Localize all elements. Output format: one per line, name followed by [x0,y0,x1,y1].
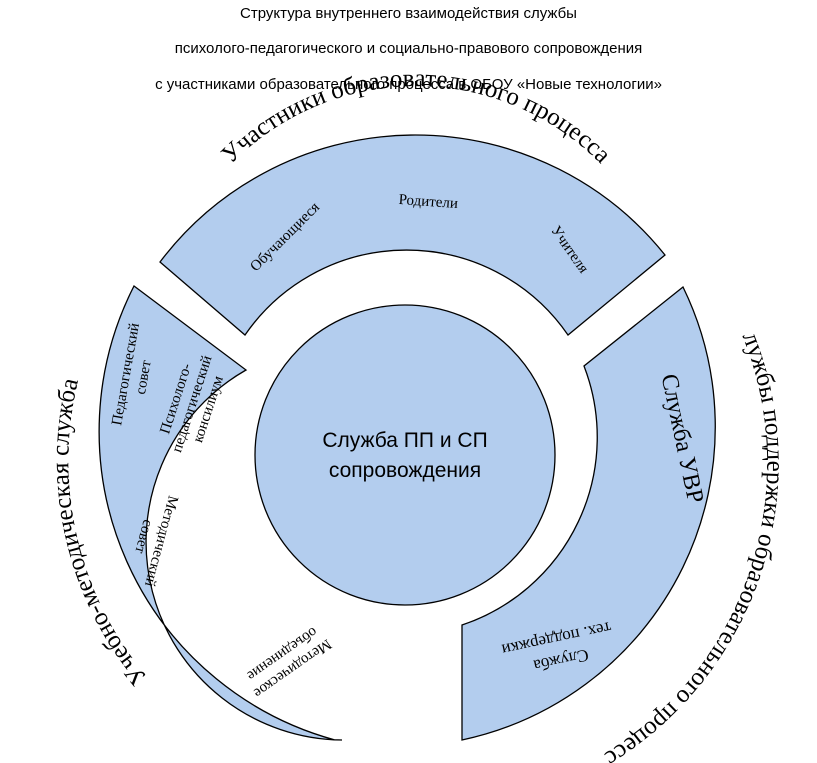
segment-participants [159,134,666,336]
center-label-line2: сопровождения [329,459,481,482]
label-ped-council-line2: совет [133,359,155,396]
center-circle [254,304,556,606]
title-line-3: с участниками образовательного процесса … [155,76,662,93]
title-line-2: психолого-педагогического и социально-пр… [174,40,643,57]
segment-support [461,285,716,741]
segment-methodical [98,285,343,741]
center-label-line1: Служба ПП и СП [322,429,487,452]
label-parents: Родители [398,192,458,212]
label-method-union: Методическое объединение [244,623,335,701]
title-line-1: Структура внутреннего взаимодействия слу… [240,5,577,22]
